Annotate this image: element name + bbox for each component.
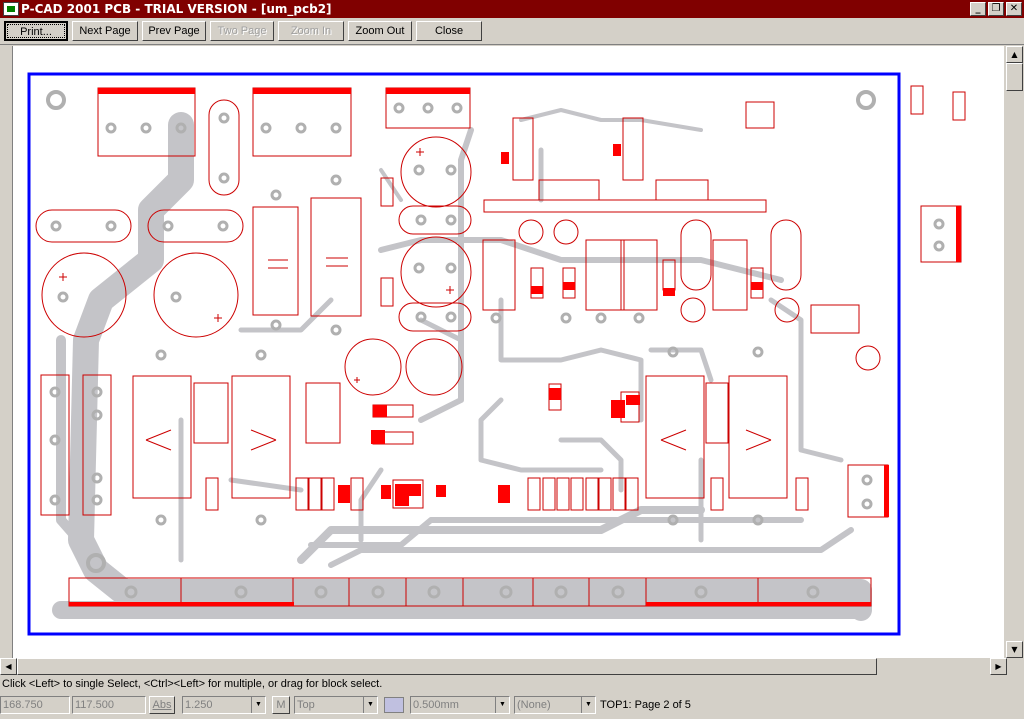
prev-page-button[interactable]: Prev Page [142,21,206,41]
m-button[interactable]: M [272,696,290,714]
scroll-right-icon[interactable]: ▶ [990,658,1007,675]
abs-button[interactable]: Abs [149,696,175,714]
restore-icon[interactable]: ❐ [988,2,1004,16]
horizontal-scroll-thumb[interactable] [17,658,877,675]
print-button[interactable]: Print... [4,21,68,41]
chevron-down-icon[interactable]: ▼ [495,697,509,713]
grid-value: 1.250 [185,699,213,711]
mounting-holes [46,90,876,573]
minimize-icon[interactable]: _ [970,2,986,16]
net-dropdown[interactable]: (None) ▼ [514,696,596,714]
scroll-down-icon[interactable]: ▼ [1006,641,1023,658]
grid-dropdown[interactable]: 1.250 ▼ [182,696,266,714]
chevron-down-icon[interactable]: ▼ [363,697,377,713]
horizontal-scrollbar[interactable]: ◀ ▶ [0,658,1024,675]
print-page[interactable] [12,46,1004,658]
two-page-button[interactable]: Two Page [210,21,274,41]
print-preview-toolbar: Print... Next Page Prev Page Two Page Zo… [0,18,1024,45]
scroll-left-icon[interactable]: ◀ [0,658,17,675]
layer-dropdown[interactable]: Top ▼ [294,696,378,714]
chevron-down-icon[interactable]: ▼ [581,697,595,713]
close-icon[interactable]: ✕ [1006,2,1022,16]
vertical-scrollbar[interactable]: ▲ ▼ [1006,46,1023,658]
layer-value: Top [297,699,315,711]
x-coordinate-field[interactable]: 168.750 [0,696,70,714]
vertical-scroll-thumb[interactable] [1006,63,1023,91]
app-icon[interactable] [3,2,19,16]
zoom-in-button[interactable]: Zoom In [278,21,344,41]
board-outline [27,72,901,636]
copper-traces [52,108,872,621]
component-silkscreen [35,85,966,607]
polarity-marks [59,148,772,451]
chevron-down-icon[interactable]: ▼ [251,697,265,713]
next-page-button[interactable]: Next Page [72,21,138,41]
layer-color-swatch[interactable] [384,697,404,713]
y-coordinate-field[interactable]: 117.500 [72,696,146,714]
net-value: (None) [517,699,551,711]
status-hint: Click <Left> to single Select, <Ctrl><Le… [2,678,383,690]
preview-area[interactable] [0,46,1024,658]
pcb-drawing [27,72,966,636]
close-button[interactable]: Close [416,21,482,41]
title-bar: P-CAD 2001 PCB - TRIAL VERSION - [um_pcb… [0,0,1024,18]
line-width-value: 0.500mm [413,699,459,711]
window-title: P-CAD 2001 PCB - TRIAL VERSION - [um_pcb… [21,2,332,16]
line-width-dropdown[interactable]: 0.500mm ▼ [410,696,510,714]
pads [69,88,961,606]
status-bar: 168.750 117.500 Abs 1.250 ▼ M Top ▼ 0.50… [0,694,1024,716]
pin-holes [49,102,945,599]
zoom-out-button[interactable]: Zoom Out [348,21,412,41]
page-info: TOP1: Page 2 of 5 [600,699,691,711]
scroll-up-icon[interactable]: ▲ [1006,46,1023,63]
